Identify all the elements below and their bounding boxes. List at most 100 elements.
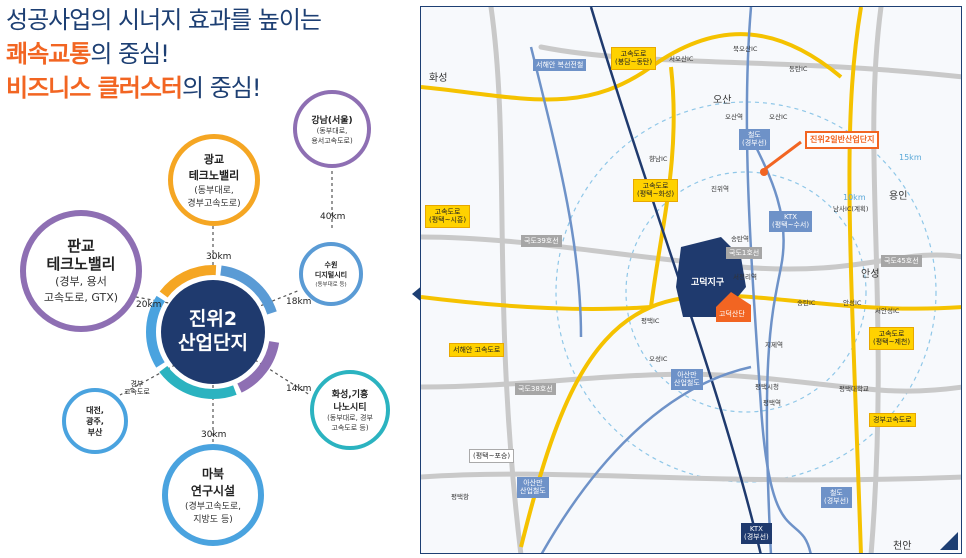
hwaseong-sub-1: (동부대로, 경부 xyxy=(327,414,373,422)
mabuk-title-2: 연구시설 xyxy=(190,484,236,498)
pangyo-title-1: 판교 xyxy=(67,237,95,255)
pangyo-sub-1: (경부, 용서 xyxy=(55,275,107,288)
ring-seg-sky xyxy=(146,265,280,399)
road-gray-6 xyxy=(421,471,961,483)
node-hwaseong-nanocity: 화성,기흥 나노시티 (동부대로, 경부 고속도로 등) xyxy=(310,370,390,450)
box-bongdam-dongtan: 고속도로 (봉담~동탄) xyxy=(611,47,657,70)
node-gwanggyo: 광교 테크노밸리 (동부대로, 경부고속도로) xyxy=(168,134,260,226)
suwon-sub: (동부대로 등) xyxy=(315,282,347,288)
ring-15km xyxy=(555,101,937,483)
hwaseong-sub-2: 고속도로 등) xyxy=(331,424,369,432)
box-seohae-bokseon: 서해안 복선전철 xyxy=(533,59,587,72)
road-gray-5 xyxy=(538,44,961,80)
exp-yellow-4 xyxy=(421,295,652,311)
box-seohaean-exp: 서해안 고속도로 xyxy=(449,343,505,358)
link-hwaseong xyxy=(254,359,311,396)
label-jinwi2-industrial: 진위2일반산업단지 xyxy=(805,131,880,149)
label-namsa-ic: 남사IC(계획) xyxy=(833,205,869,213)
node-daejeon: 대전, 광주, 부산 xyxy=(62,388,128,454)
node-mabuk: 마북 연구시설 (경부고속도로, 지방도 등) xyxy=(162,444,264,546)
highway-label-1: 경부 xyxy=(130,380,144,388)
label-anseong-ic: 안성IC xyxy=(843,299,862,307)
label-pyeongtaek-ic: 평택IC xyxy=(641,317,660,325)
gwanggyo-title-1: 광교 xyxy=(203,153,225,166)
label-dongtan-ic: 동탄IC xyxy=(789,65,808,73)
label-pyeongtaek-univ: 평택대학교 xyxy=(839,385,869,393)
headline-line-1: 성공사업의 시너지 효과를 높이는 xyxy=(6,6,322,34)
ring-seg-orange xyxy=(146,265,280,399)
label-osan-station: 오산역 xyxy=(725,113,743,121)
box-pyeongtaek-jecheon: 고속도로 (평택~제천) xyxy=(869,327,915,350)
label-jinwi-station: 진위역 xyxy=(711,185,729,193)
daejeon-line-3: 부산 xyxy=(87,427,103,437)
mabuk-sub-2: 지방도 등) xyxy=(193,515,233,525)
gwanggyo-sub-2: 경부고속도로) xyxy=(187,199,241,209)
node-gangnam: 강남(서울) (동부대로, 용서고속도로) xyxy=(293,90,371,168)
hwaseong-title-2: 나노시티 xyxy=(333,403,367,413)
box-gyeongbu-exp: 경부고속도로 xyxy=(869,413,916,428)
suwon-title-1: 수원 xyxy=(324,261,338,269)
headline-accent-traffic: 쾌속교통 xyxy=(6,40,91,68)
headline-rest-2: 의 중심! xyxy=(90,40,169,68)
ring-label-10km: 10km xyxy=(843,193,866,202)
link-daejeon xyxy=(119,364,176,396)
gangnam-sub-1: (동부대로, xyxy=(316,126,348,135)
city-cheonan: 천안 xyxy=(893,541,912,552)
mabuk-sub-1: (경부고속도로, xyxy=(184,502,242,512)
center-line-2: 산업단지 xyxy=(178,332,248,354)
box-asan-rail-1: 아산만 산업철도 xyxy=(671,369,703,390)
label-pyeongtaek-station: 평택역 xyxy=(763,399,781,407)
label-songtan-station: 송탄역 xyxy=(731,235,749,243)
rail-seohae xyxy=(529,46,583,338)
center-node-jinwi2: 진위2 산업단지 xyxy=(161,280,265,384)
label-pyeongtaek-cityhall: 평택시청 xyxy=(755,383,779,391)
hwaseong-title-1: 화성,기흥 xyxy=(331,390,369,400)
dist-gangnam: 40km xyxy=(320,212,346,222)
gangnam-sub-2: 용서고속도로) xyxy=(311,136,353,145)
ring-seg-teal xyxy=(146,265,280,399)
node-pangyo: 판교 테크노밸리 (경부, 용서 고속도로, GTX) xyxy=(20,210,142,332)
mabuk-title-1: 마북 xyxy=(201,467,225,481)
godeok-sandan-area xyxy=(716,292,751,322)
label-songtan-ic: 송탄IC xyxy=(797,299,816,307)
regional-map: 화성 오산 용인 안성 천안 15km 10km 서해안 복선전철 고속도로 (… xyxy=(420,6,962,554)
dist-gwanggyo: 30km xyxy=(206,252,232,262)
rail-gyeongbu xyxy=(745,7,812,553)
box-route1: 국도1호선 xyxy=(726,247,763,260)
headline-line-3: 비즈니스 클러스터의 중심! xyxy=(6,76,261,100)
box-asan-rail-2: 아산만 산업철도 xyxy=(517,477,549,498)
label-jije-station: 지제역 xyxy=(765,341,783,349)
suwon-title-2: 디지털시티 xyxy=(314,271,348,279)
box-route39: 국도39호선 xyxy=(521,235,562,248)
dist-suwon: 18km xyxy=(286,297,312,307)
headline-accent-business: 비즈니스 클러스터 xyxy=(6,74,183,102)
box-rail-gyeongbu-2: 철도 (경부선) xyxy=(821,487,852,508)
center-line-1: 진위2 xyxy=(188,308,238,331)
dist-mabuk: 30km xyxy=(201,430,227,440)
gwanggyo-title-2: 테크노밸리 xyxy=(188,169,240,182)
map-corner-mark xyxy=(940,532,958,550)
ring-10km xyxy=(625,171,867,413)
label-hyangnam-ic: 향남IC xyxy=(649,155,668,163)
label-seojeongri-station: 서정리역 xyxy=(733,273,757,281)
dist-hwaseong: 14km xyxy=(286,384,312,394)
ring-label-15km: 15km xyxy=(899,153,922,162)
highway-label-2: 고속도로 xyxy=(124,388,150,397)
box-pyeongtaek-siheung: 고속도로 (평택~시흥) xyxy=(425,205,471,228)
box-ktx-gyeongbu: KTX (경부선) xyxy=(741,523,772,544)
exp-yellow-3 xyxy=(847,7,863,553)
label-seoosan-ic: 서오산IC xyxy=(669,55,694,63)
node-suwon: 수원 디지털시티 (동부대로 등) xyxy=(299,242,363,306)
city-hwaseong: 화성 xyxy=(429,73,448,84)
rail-ktx-suseo xyxy=(749,136,785,553)
label-osan-ic: 오산IC xyxy=(769,113,788,121)
city-yongin: 용인 xyxy=(889,191,908,202)
box-route45: 국도45호선 xyxy=(881,255,922,268)
dist-pangyo: 20km xyxy=(136,300,162,310)
label-godeok: 고덕지구 xyxy=(691,278,725,288)
box-ktx-suseo: KTX (평택~수서) xyxy=(769,211,813,232)
headline-line-2: 쾌속교통의 중심! xyxy=(6,40,170,68)
jinwi2-dot xyxy=(760,168,768,176)
pangyo-title-2: 테크노밸리 xyxy=(46,255,116,273)
